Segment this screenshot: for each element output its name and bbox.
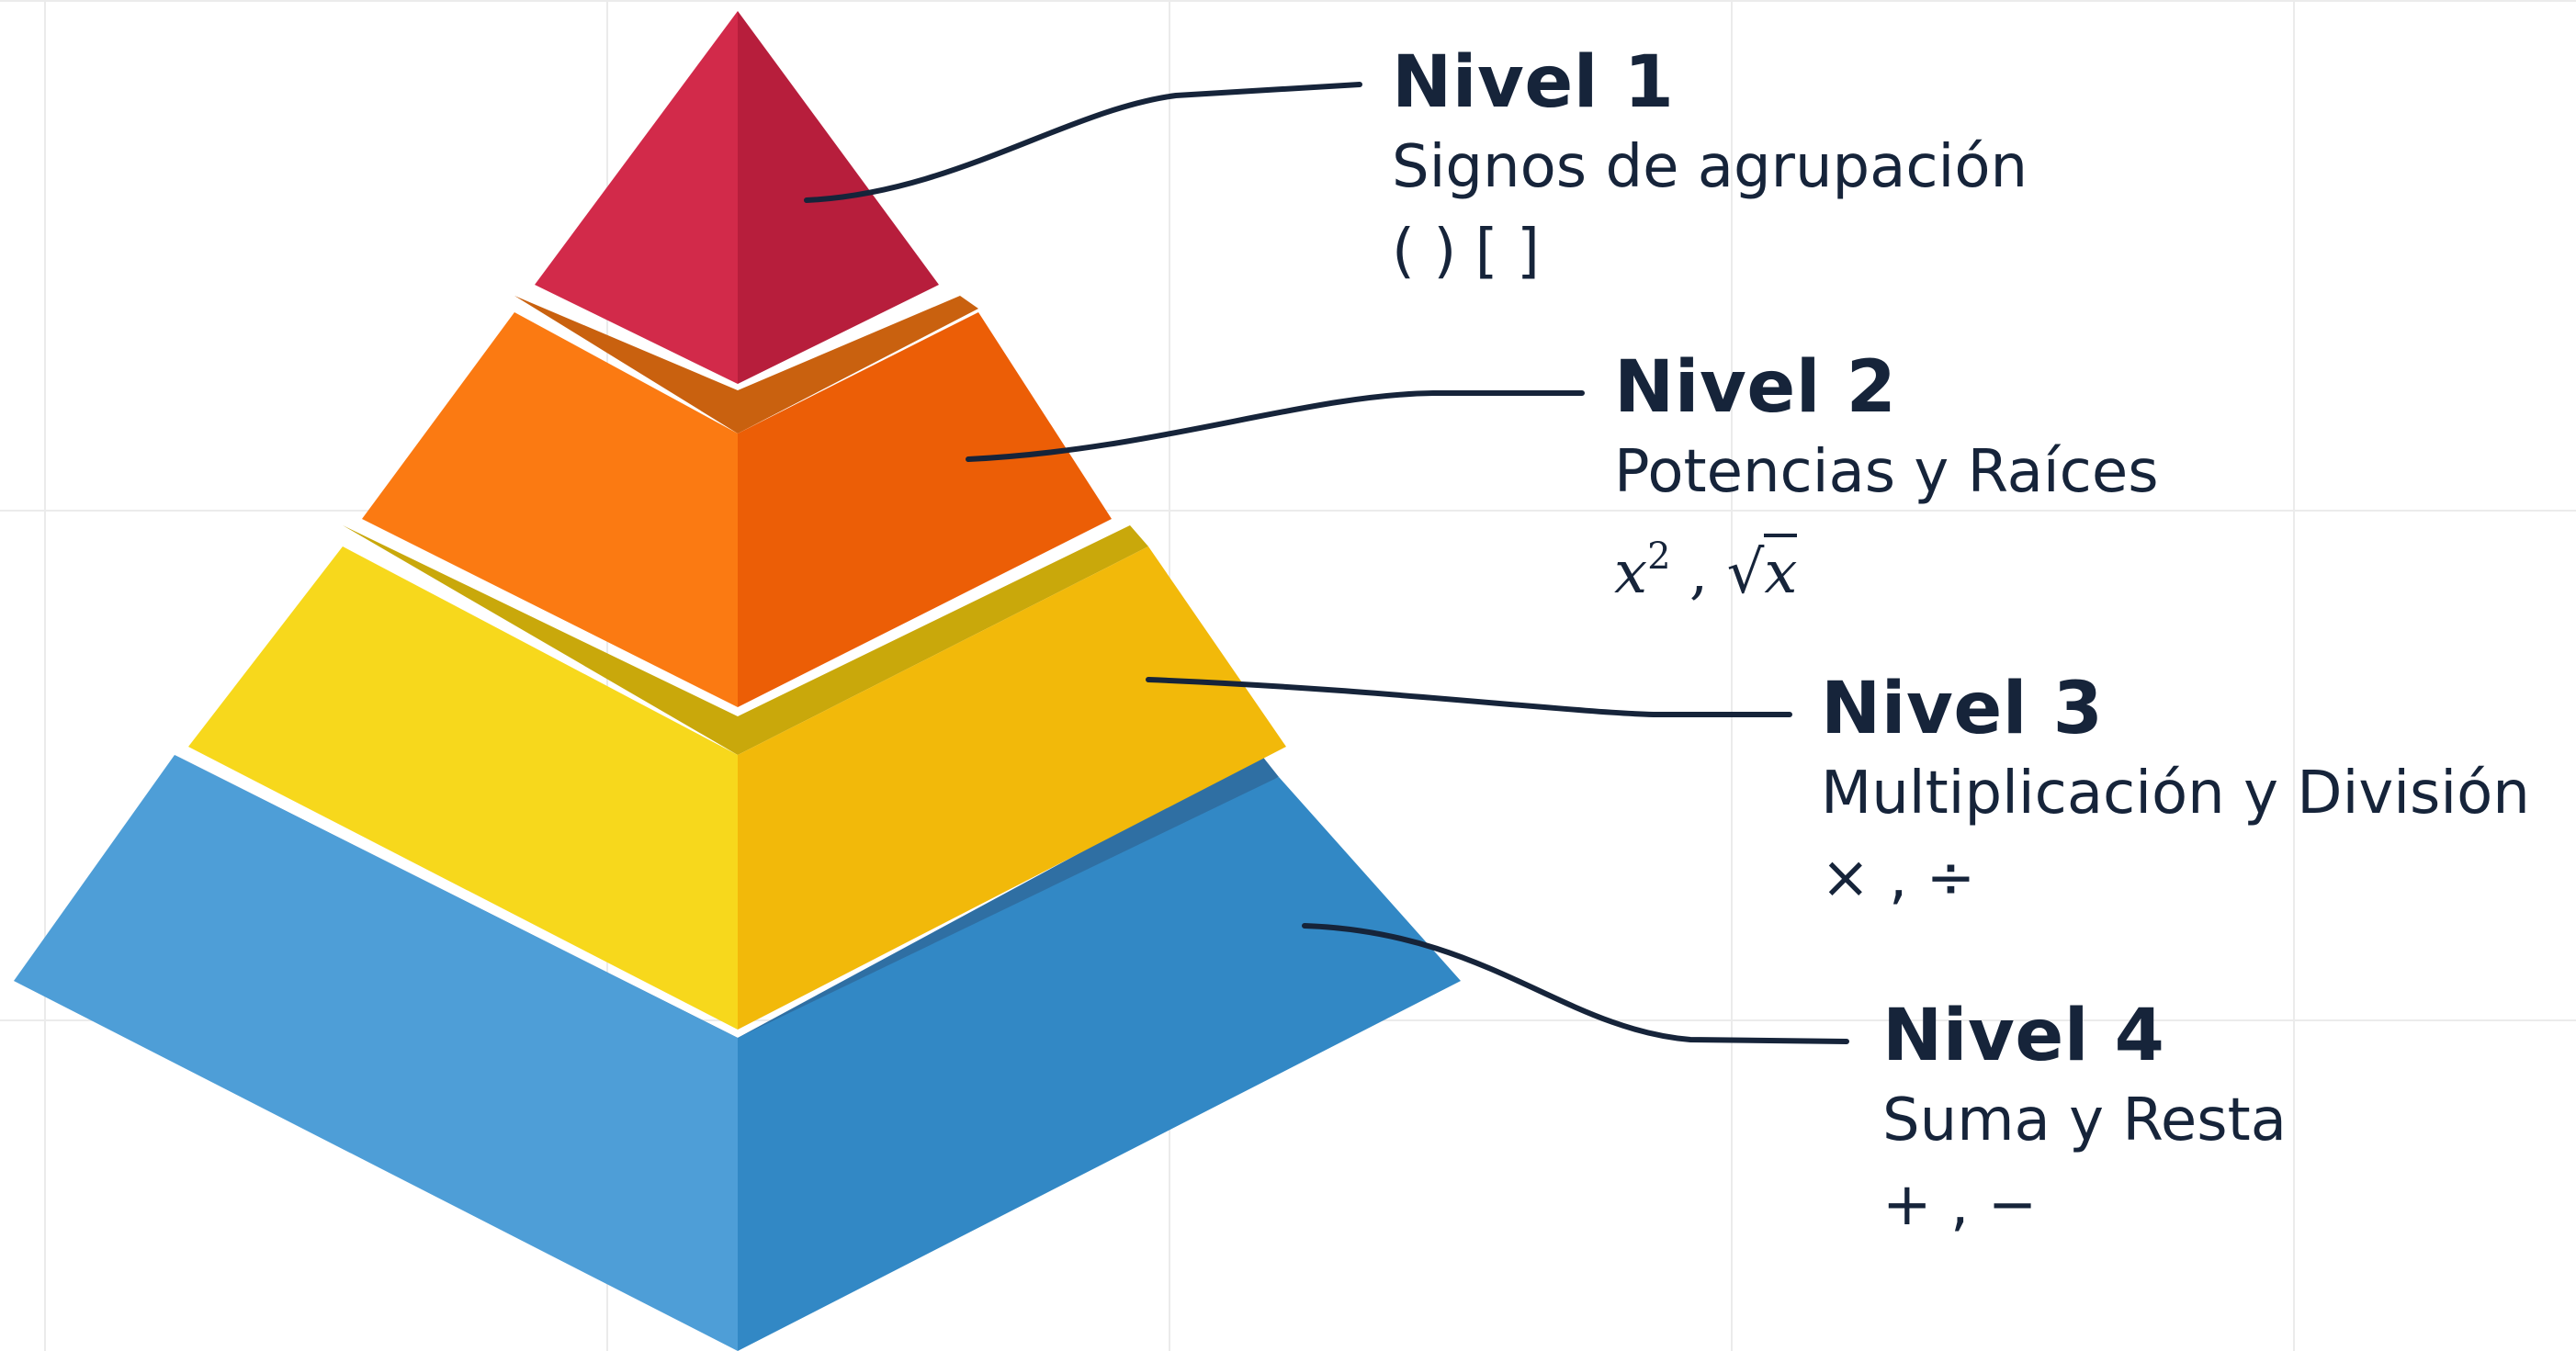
level-4-symbols: + , −: [1882, 1171, 2038, 1239]
pyramid-tier-3: [188, 525, 1286, 1030]
square-root-symbol: √x: [1727, 531, 1798, 615]
symbol-separator: ,: [1670, 539, 1727, 607]
level-4-title: Nivel 4: [1882, 995, 2165, 1077]
level-1-label: Nivel 1 Signos de agrupación ( ) [ ]: [1392, 40, 2028, 294]
level-4-label: Nivel 4 Suma y Resta + , −: [1882, 994, 2287, 1247]
level-4-description: Suma y Resta: [1882, 1086, 2287, 1154]
pyramid-tier-4: [14, 755, 1461, 1351]
level-2-description: Potencias y Raíces: [1614, 438, 2159, 506]
tier-4-left-face: [14, 755, 738, 1351]
level-2-title: Nivel 2: [1614, 346, 1897, 429]
root-sign: √: [1726, 539, 1765, 607]
level-1-description: Signos de agrupación: [1392, 133, 2028, 201]
level-2-symbols: x2 , √x: [1614, 514, 2159, 615]
tier-2-left-face: [362, 312, 738, 707]
level-3-symbols: × , ÷: [1821, 844, 1976, 912]
pyramid-tier-2: [362, 296, 1112, 707]
level-2-label: Nivel 2 Potencias y Raíces x2 , √x: [1614, 345, 2159, 615]
power-exponent: 2: [1647, 535, 1671, 578]
level-1-symbols: ( ) [ ]: [1392, 218, 1540, 286]
connector-line-3: [1146, 677, 1792, 717]
level-3-label: Nivel 3 Multiplicación y División × , ÷: [1821, 667, 2530, 920]
level-3-title: Nivel 3: [1821, 668, 2104, 750]
tier-2-right-face: [738, 312, 1112, 707]
tier-3-left-face: [188, 546, 738, 1030]
tier-3-right-face: [738, 546, 1286, 1030]
tier-4-right-face: [738, 777, 1461, 1351]
tier-1-left-face: [535, 11, 738, 384]
connector-line-2: [966, 390, 1585, 462]
pyramid-tier-1: [535, 11, 939, 384]
level-1-title: Nivel 1: [1392, 41, 1675, 124]
power-base: x: [1614, 539, 1648, 607]
level-3-description: Multiplicación y División: [1821, 760, 2530, 827]
connector-line-1: [804, 82, 1362, 203]
connector-line-4: [1302, 923, 1849, 1044]
root-argument: x: [1764, 534, 1798, 607]
tier-2-ledge: [514, 296, 978, 433]
